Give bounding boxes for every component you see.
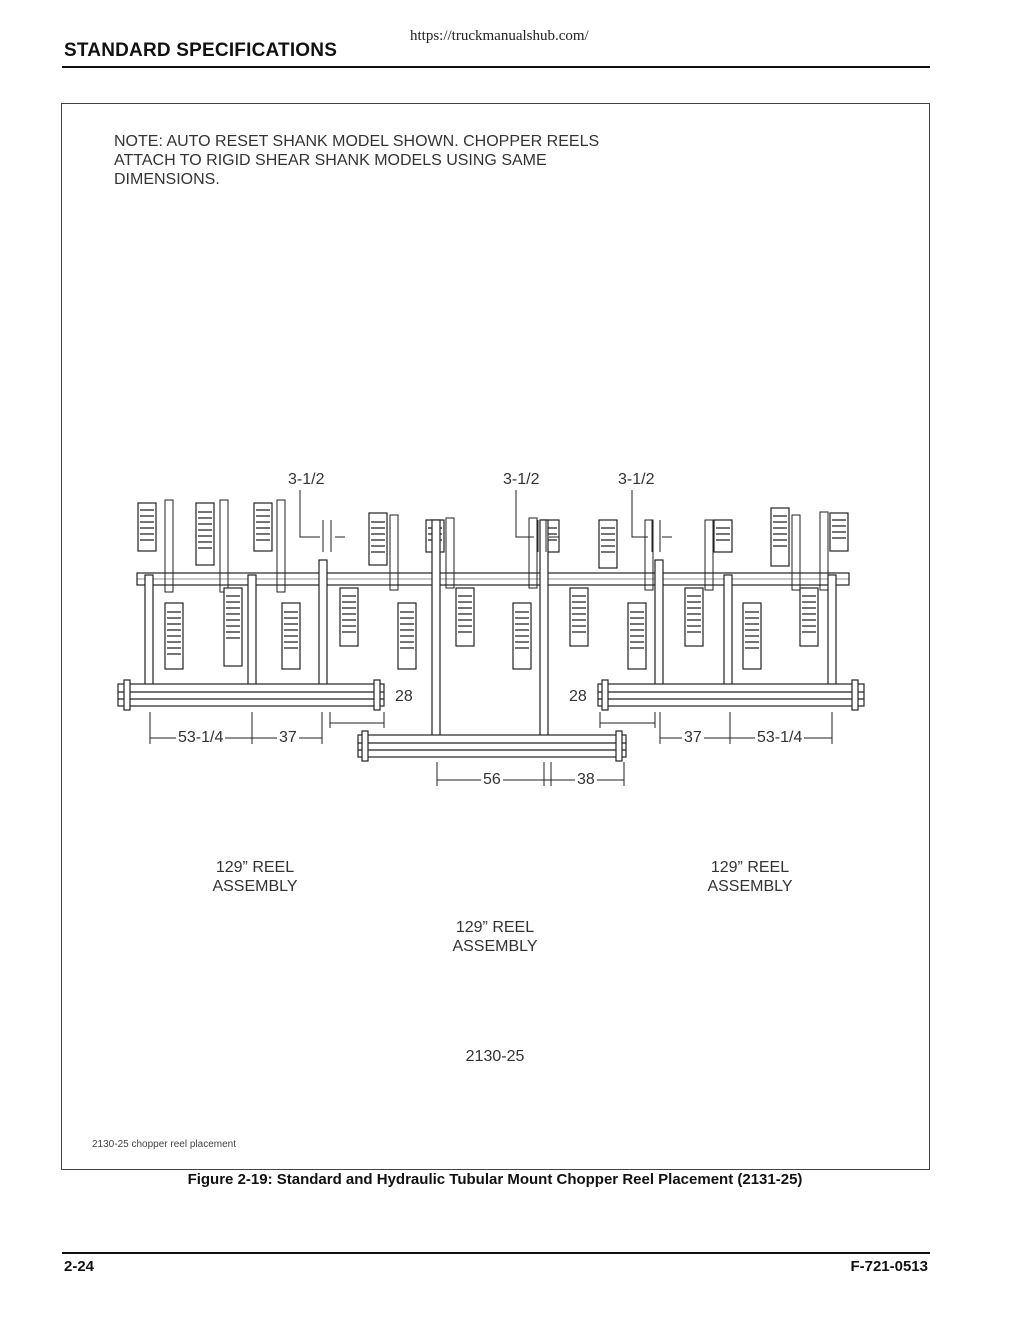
reel-label-left: 129” REEL ASSEMBLY [212,859,298,895]
dim-3-1-2-right: 3-1/2 [616,471,657,489]
dim-28-right: 28 [567,688,589,706]
file-label: 2130-25 chopper reel placement [92,1139,236,1150]
dim-56-center: 56 [481,771,503,789]
figure-caption: Figure 2-19: Standard and Hydraulic Tubu… [187,1171,803,1188]
dim-28-left: 28 [393,688,415,706]
dim-53-1-4-left: 53-1/4 [176,729,226,747]
figure-note: NOTE: AUTO RESET SHANK MODEL SHOWN. CHOP… [114,133,600,188]
center-reel [357,730,627,762]
dim-37-right: 37 [682,729,704,747]
rear-shanks [137,502,849,569]
rear-posts [164,499,829,593]
dim-38-center: 38 [575,771,597,789]
right-reel [597,679,865,711]
document-number: F-721-0513 [850,1258,928,1275]
drawing-number: 2130-25 [465,1048,525,1065]
reel-label-center: 129” REEL ASSEMBLY [452,919,538,955]
section-title: STANDARD SPECIFICATIONS [64,40,338,61]
reel-label-right: 129” REEL ASSEMBLY [707,859,793,895]
reel-mount-arms [144,519,837,751]
source-url: https://truckmanualshub.com/ [410,28,589,44]
header-rule [62,66,930,68]
dim-37-left: 37 [277,729,299,747]
figure-frame [61,103,930,1170]
footer-rule [62,1252,930,1254]
left-reel [117,679,385,711]
front-shanks [164,587,819,670]
dim-3-1-2-center: 3-1/2 [501,471,542,489]
dim-3-1-2-left: 3-1/2 [286,471,327,489]
dim-53-1-4-right: 53-1/4 [755,729,805,747]
page-number: 2-24 [64,1258,95,1275]
